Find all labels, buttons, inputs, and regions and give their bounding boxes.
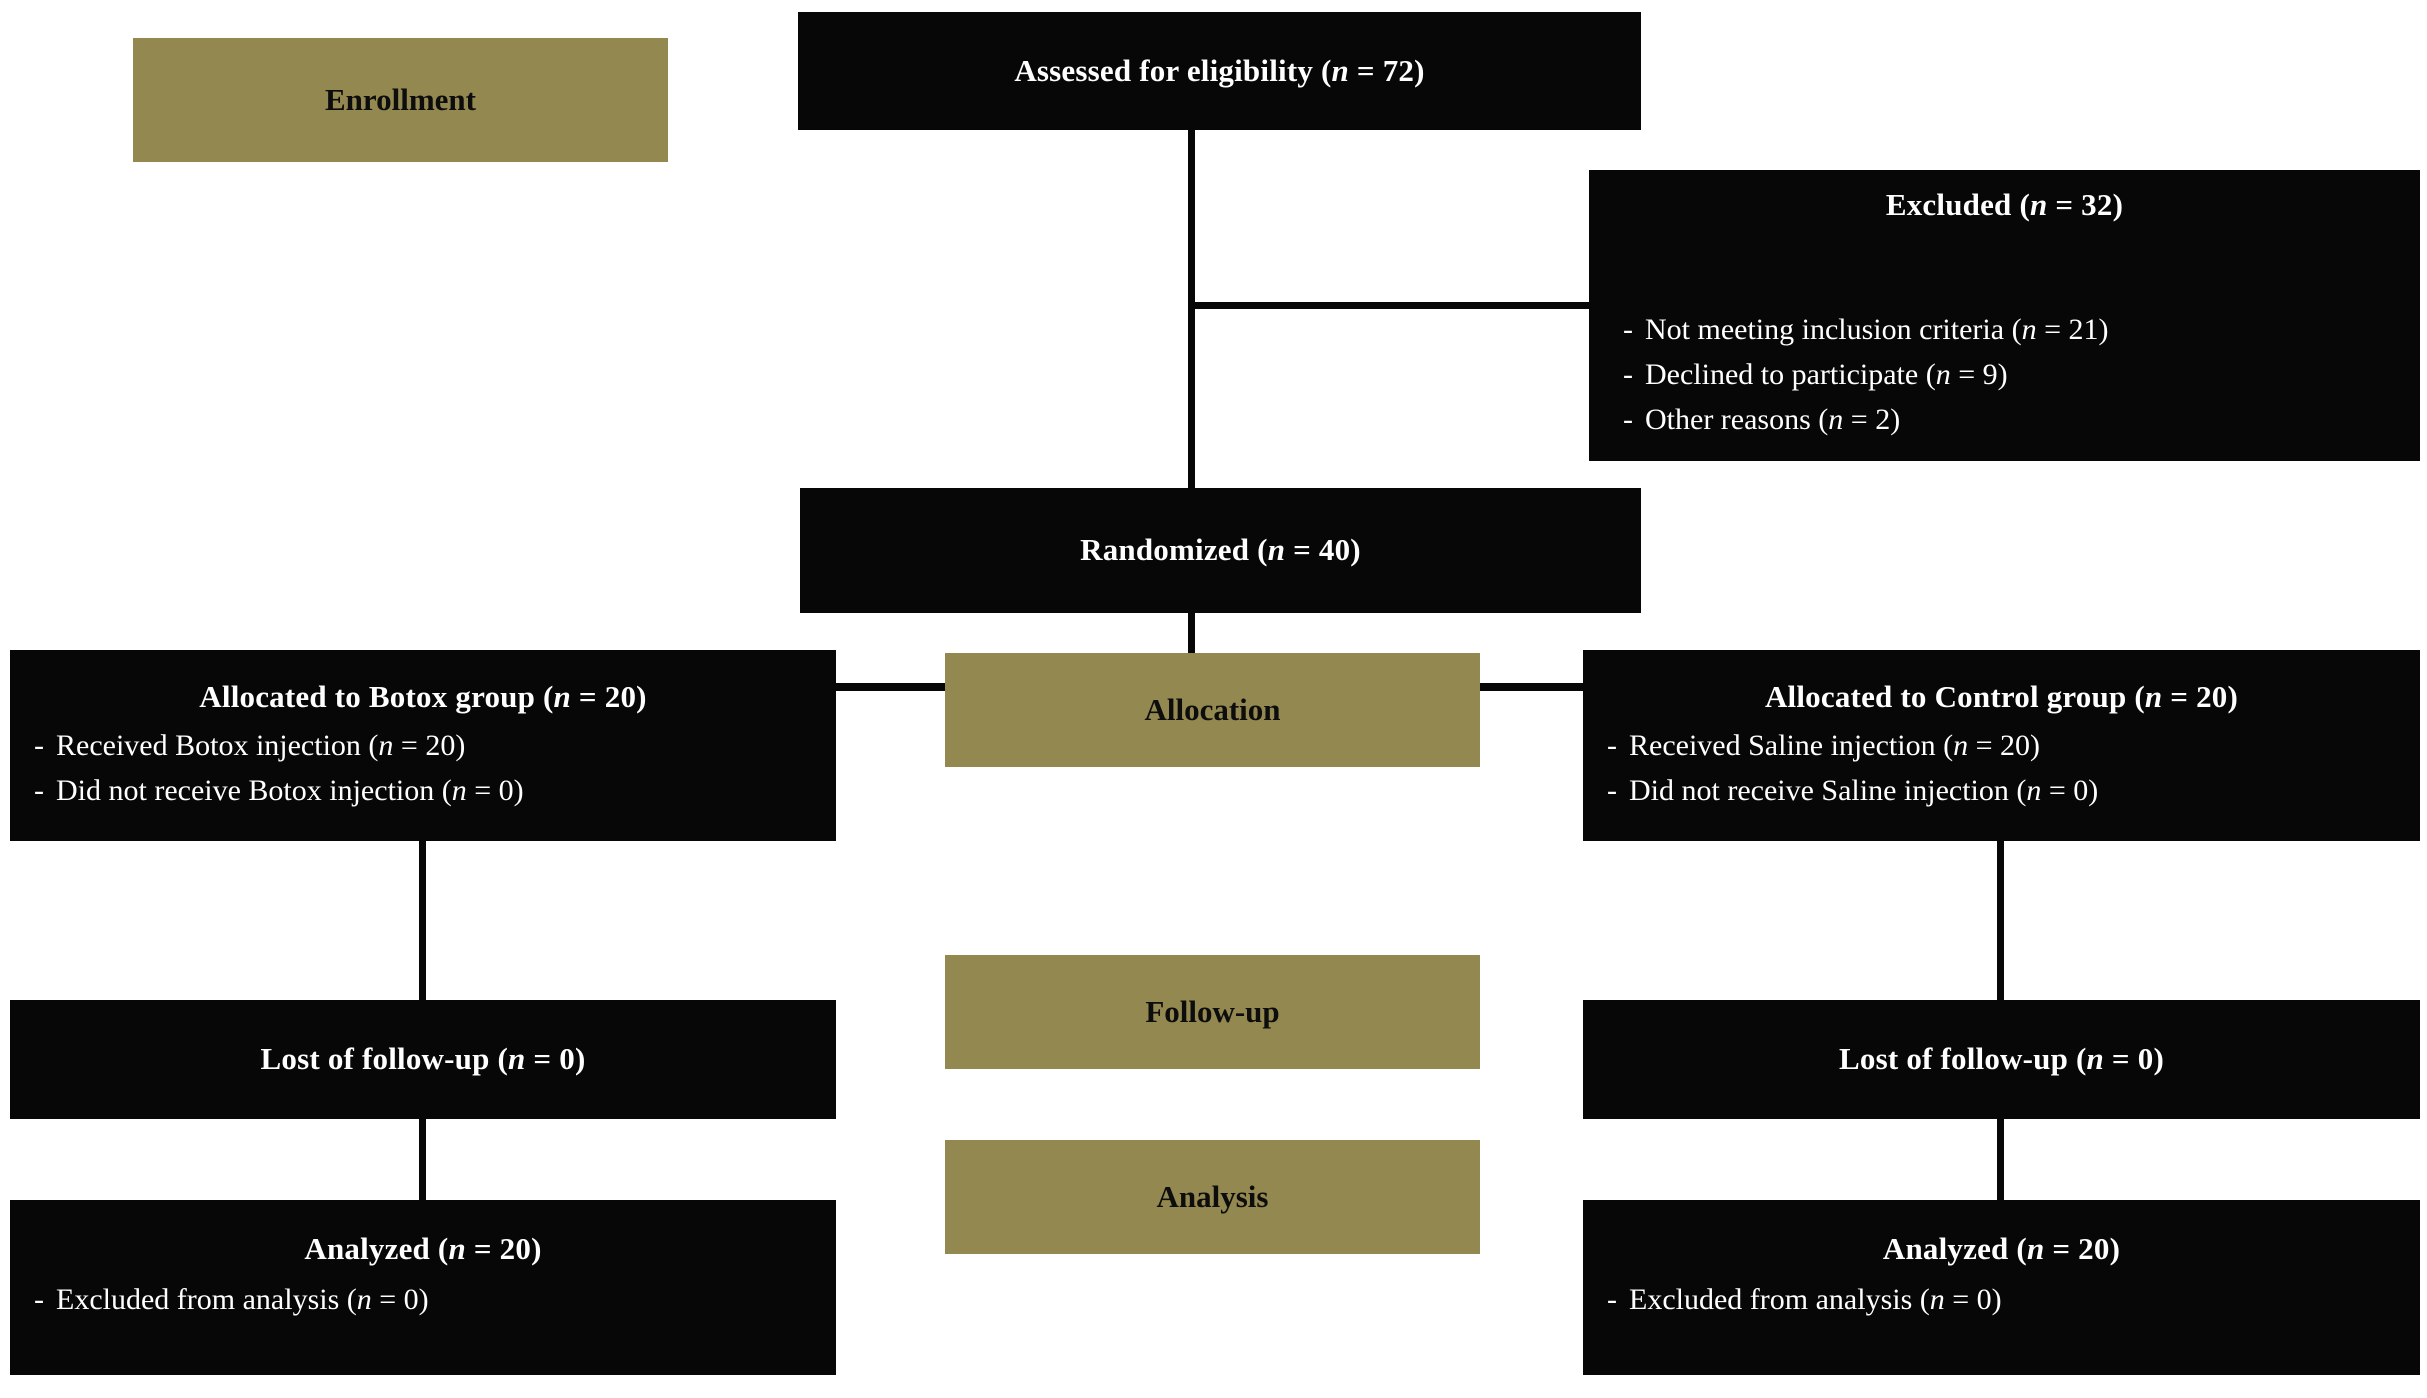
bullet-dash: - bbox=[1607, 773, 1617, 807]
list-item: - Did not receive Botox injection (n = 0… bbox=[22, 768, 836, 813]
stage-label-allocation-text: Allocation bbox=[1144, 692, 1281, 728]
node-allocated-control-title: Allocated to Control group (n = 20) bbox=[1764, 679, 2239, 714]
bullet-dash: - bbox=[1623, 358, 1633, 391]
node-excluded: Excluded (n = 32) bbox=[1589, 170, 2420, 303]
bullet-text: Did not receive Saline injection (n = 0) bbox=[1629, 773, 2099, 807]
node-analyzed-right-title: Analyzed (n = 20) bbox=[1882, 1231, 2121, 1266]
stage-label-allocation: Allocation bbox=[945, 653, 1480, 767]
stage-label-followup-text: Follow-up bbox=[1145, 994, 1280, 1030]
node-assessed-title: Assessed for eligibility (n = 72) bbox=[1014, 52, 1425, 88]
bullet-text: Received Botox injection (n = 20) bbox=[56, 728, 466, 762]
node-excluded-reasons: - Not meeting inclusion criteria (n = 21… bbox=[1589, 303, 2420, 461]
node-allocated-botox-group: Allocated to Botox group (n = 20) - Rece… bbox=[10, 650, 836, 841]
bullet-text: Did not receive Botox injection (n = 0) bbox=[56, 773, 524, 807]
connector-assessed-to-excluded bbox=[1188, 302, 1592, 309]
node-analyzed-left-title: Analyzed (n = 20) bbox=[304, 1231, 542, 1266]
node-analyzed-right: Analyzed (n = 20) - Excluded from analys… bbox=[1583, 1200, 2420, 1375]
connector-assessed-to-randomized bbox=[1188, 128, 1195, 490]
bullet-dash: - bbox=[1623, 403, 1633, 436]
stage-label-enrollment: Enrollment bbox=[133, 38, 668, 162]
bullet-text: Excluded from analysis (n = 0) bbox=[1629, 1282, 2002, 1316]
stage-label-analysis-text: Analysis bbox=[1156, 1179, 1269, 1215]
connector-right-lost-to-analyzed bbox=[1997, 1118, 2004, 1202]
node-lost-followup-left: Lost of follow-up (n = 0) bbox=[10, 1000, 836, 1119]
bullet-text: Excluded from analysis (n = 0) bbox=[56, 1282, 429, 1316]
bullet-text: Not meeting inclusion criteria (n = 21) bbox=[1645, 313, 2109, 346]
node-randomized-title: Randomized (n = 40) bbox=[1080, 532, 1361, 568]
list-item: - Not meeting inclusion criteria (n = 21… bbox=[1611, 307, 2420, 352]
node-lost-followup-right-title: Lost of follow-up (n = 0) bbox=[1839, 1041, 2164, 1077]
node-analyzed-right-list: - Excluded from analysis (n = 0) bbox=[1583, 1277, 2420, 1322]
bullet-text: Received Saline injection (n = 20) bbox=[1629, 728, 2040, 762]
list-item: - Did not receive Saline injection (n = … bbox=[1595, 768, 2420, 813]
connector-left-lost-to-analyzed bbox=[419, 1118, 426, 1202]
node-allocated-botox-title: Allocated to Botox group (n = 20) bbox=[199, 679, 647, 714]
node-analyzed-left: Analyzed (n = 20) - Excluded from analys… bbox=[10, 1200, 836, 1375]
bullet-dash: - bbox=[34, 773, 44, 807]
connector-allocation-to-left-group bbox=[833, 683, 948, 691]
node-lost-followup-right: Lost of follow-up (n = 0) bbox=[1583, 1000, 2420, 1119]
node-allocated-botox-list: - Received Botox injection (n = 20) - Di… bbox=[10, 723, 836, 813]
bullet-text: Declined to participate (n = 9) bbox=[1645, 358, 2008, 391]
connector-left-alloc-to-lost bbox=[419, 838, 426, 1002]
bullet-dash: - bbox=[1607, 1282, 1617, 1316]
node-allocated-control-list: - Received Saline injection (n = 20) - D… bbox=[1583, 723, 2420, 813]
node-randomized: Randomized (n = 40) bbox=[800, 488, 1641, 613]
connector-randomized-to-allocation bbox=[1188, 611, 1195, 655]
node-assessed-for-eligibility: Assessed for eligibility (n = 72) bbox=[798, 12, 1641, 130]
bullet-dash: - bbox=[34, 1282, 44, 1316]
bullet-dash: - bbox=[1623, 313, 1633, 346]
stage-label-analysis: Analysis bbox=[945, 1140, 1480, 1254]
bullet-dash: - bbox=[34, 728, 44, 762]
list-item: - Declined to participate (n = 9) bbox=[1611, 352, 2420, 397]
stage-label-followup: Follow-up bbox=[945, 955, 1480, 1069]
list-item: - Received Saline injection (n = 20) bbox=[1595, 723, 2420, 768]
bullet-dash: - bbox=[1607, 728, 1617, 762]
list-item: - Other reasons (n = 2) bbox=[1611, 397, 2420, 442]
list-item: - Excluded from analysis (n = 0) bbox=[1595, 1277, 2420, 1322]
node-excluded-title: Excluded (n = 32) bbox=[1885, 187, 2124, 222]
stage-label-enrollment-text: Enrollment bbox=[325, 82, 476, 118]
list-item: - Received Botox injection (n = 20) bbox=[22, 723, 836, 768]
node-excluded-list: - Not meeting inclusion criteria (n = 21… bbox=[1611, 307, 2420, 442]
node-lost-followup-left-title: Lost of follow-up (n = 0) bbox=[260, 1041, 586, 1077]
connector-allocation-to-right-group bbox=[1478, 683, 1583, 691]
bullet-text: Other reasons (n = 2) bbox=[1645, 403, 1901, 436]
node-allocated-control-group: Allocated to Control group (n = 20) - Re… bbox=[1583, 650, 2420, 841]
node-analyzed-left-list: - Excluded from analysis (n = 0) bbox=[10, 1277, 836, 1322]
list-item: - Excluded from analysis (n = 0) bbox=[22, 1277, 836, 1322]
connector-right-alloc-to-lost bbox=[1997, 838, 2004, 1002]
